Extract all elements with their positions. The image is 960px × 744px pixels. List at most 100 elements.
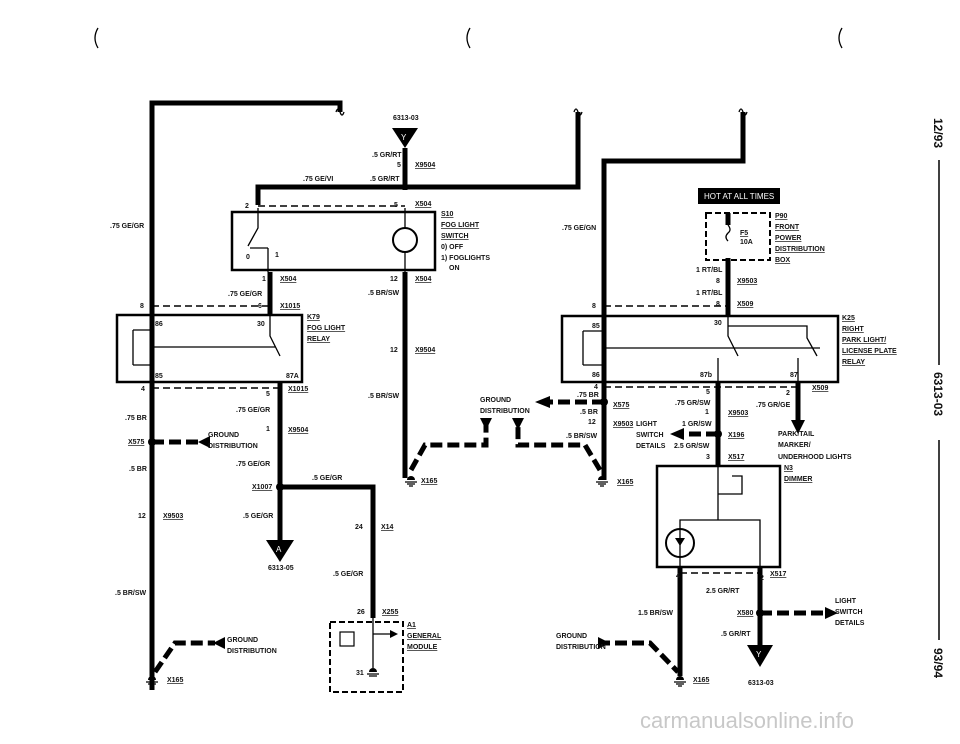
diagram-label: X1015 xyxy=(280,303,300,310)
diagram-label: PARK/TAIL xyxy=(778,431,815,438)
diagram-label: F5 xyxy=(740,230,748,237)
diagram-label: .75 GE/GR xyxy=(228,291,262,298)
diagram-label: X504 xyxy=(280,276,296,283)
diagram-label: GENERAL xyxy=(407,633,442,640)
diagram-label: 87 xyxy=(790,372,798,379)
diagram-label: 86 xyxy=(592,372,600,379)
diagram-label: DETAILS xyxy=(636,443,666,450)
diagram-label: X9503 xyxy=(728,410,748,417)
diagram-label: .5 BR/SW xyxy=(368,290,400,297)
diagram-label: 6313-03 xyxy=(393,115,419,122)
diagram-label: X165 xyxy=(617,479,633,486)
connector-y-bottom[interactable]: Y 6313-03 xyxy=(747,645,774,687)
diagram-label: X9504 xyxy=(415,162,435,169)
diagram-label: 0 xyxy=(246,254,250,261)
diagram-label: X196 xyxy=(728,432,744,439)
margin-page-ref: 6313-03 xyxy=(931,372,945,416)
diagram-label: 1 RT/BL xyxy=(696,267,723,274)
diagram-label: 6313-03 xyxy=(748,680,774,687)
p90-front-power-distribution-box: F5 10A P90 FRONT POWER DISTRIBUTION BOX xyxy=(705,212,825,264)
diagram-label: 1.5 BR/SW xyxy=(638,610,673,617)
diagram-label: X509 xyxy=(737,301,753,308)
a1-general-module: 31 A1 GENERAL MODULE xyxy=(329,618,442,693)
diagram-label: X14 xyxy=(381,524,394,531)
diagram-label: X575 xyxy=(613,402,629,409)
diagram-label: X1015 xyxy=(288,386,308,393)
diagram-label: GROUND xyxy=(556,633,587,640)
diagram-label: LIGHT xyxy=(636,421,658,428)
diagram-label: MARKER/ xyxy=(778,442,811,449)
diagram-label: .75 GE/GN xyxy=(562,225,596,232)
diagram-label: DISTRIBUTION xyxy=(208,443,258,450)
diagram-label: 5 xyxy=(706,389,710,396)
diagram-label: N3 xyxy=(784,465,793,472)
diagram-label: P90 xyxy=(775,213,788,220)
diagram-label: .5 GR/RT xyxy=(372,152,402,159)
diagram-label: PARK LIGHT/ xyxy=(842,337,886,344)
diagram-label: 4 xyxy=(141,386,145,393)
diagram-label: 8 xyxy=(716,278,720,285)
diagram-label: .5 BR/SW xyxy=(368,393,400,400)
margin-model-years: 93/94 xyxy=(931,648,945,678)
diagram-label: FRONT xyxy=(775,224,800,231)
diagram-label: MODULE xyxy=(407,644,438,651)
connector-y-top[interactable]: Y 6313-03 xyxy=(392,115,419,148)
diagram-label: X517 xyxy=(770,571,786,578)
diagram-label: 4 xyxy=(594,384,598,391)
diagram-label: .5 BR xyxy=(580,409,598,416)
diagram-label: X165 xyxy=(693,677,709,684)
diagram-label: 1 GR/SW xyxy=(682,421,712,428)
diagram-label: GROUND xyxy=(480,397,511,404)
diagram-label: SWITCH xyxy=(835,609,863,616)
diagram-label: X509 xyxy=(812,385,828,392)
diagram-label: 31 xyxy=(356,670,364,677)
n3-dimmer: N3 DIMMER xyxy=(655,464,812,569)
diagram-label: X1007 xyxy=(252,484,272,491)
diagram-label: 2 xyxy=(245,203,249,210)
diagram-label: DISTRIBUTION xyxy=(556,644,606,651)
diagram-label: .5 GR/RT xyxy=(370,176,400,183)
diagram-label: FOG LIGHT xyxy=(307,325,346,332)
diagram-label: .75 GR/GE xyxy=(756,402,791,409)
s10-fog-light-switch: 0 1 S10 FOG LIGHT SWITCH 0) OFF 1) FOGLI… xyxy=(230,208,490,272)
diagram-label: X517 xyxy=(728,454,744,461)
diagram-label: UNDERHOOD LIGHTS xyxy=(778,454,852,461)
diagram-label: X504 xyxy=(415,201,431,208)
diagram-label: .75 GE/GR xyxy=(236,407,270,414)
diagram-label: 5 xyxy=(266,391,270,398)
diagram-label: 4 xyxy=(676,573,680,580)
diagram-label: FOG LIGHT xyxy=(441,222,480,229)
diagram-label: X165 xyxy=(167,677,183,684)
diagram-label: DISTRIBUTION xyxy=(227,648,277,655)
diagram-label: Y xyxy=(756,650,762,659)
diagram-label: 5 xyxy=(394,202,398,209)
diagram-label: SWITCH xyxy=(636,432,664,439)
diagram-label: 10A xyxy=(740,239,753,246)
diagram-label: X165 xyxy=(421,478,437,485)
diagram-label: 12 xyxy=(138,513,146,520)
diagram-label: 1) FOGLIGHTS xyxy=(441,255,490,262)
diagram-label: 5 xyxy=(397,162,401,169)
diagram-label: .75 GE/GR xyxy=(110,223,144,230)
diagram-label: A xyxy=(276,545,282,554)
diagram-label: K79 xyxy=(307,314,320,321)
diagram-label: HOT AT ALL TIMES xyxy=(704,192,774,201)
hook-icon xyxy=(335,108,345,116)
diagram-label: 30 xyxy=(257,321,265,328)
diagram-label: 3 xyxy=(706,454,710,461)
diagram-label: RELAY xyxy=(307,336,330,343)
connector-a-bottom[interactable]: A 6313-05 xyxy=(266,540,294,572)
diagram-label: .5 GE/GR xyxy=(243,513,273,520)
diagram-label: 24 xyxy=(355,524,363,531)
diagram-label: 6 xyxy=(258,303,262,310)
diagram-label: X9503 xyxy=(163,513,183,520)
diagram-label: BOX xyxy=(775,257,791,264)
ground-icons xyxy=(146,476,686,687)
diagram-label: 2.5 GR/RT xyxy=(706,588,740,595)
diagram-label: .5 BR xyxy=(129,466,147,473)
diagram-label: 2 xyxy=(786,390,790,397)
diagram-label: DETAILS xyxy=(835,620,865,627)
diagram-label: A1 xyxy=(407,622,416,629)
diagram-label: 30 xyxy=(714,320,722,327)
